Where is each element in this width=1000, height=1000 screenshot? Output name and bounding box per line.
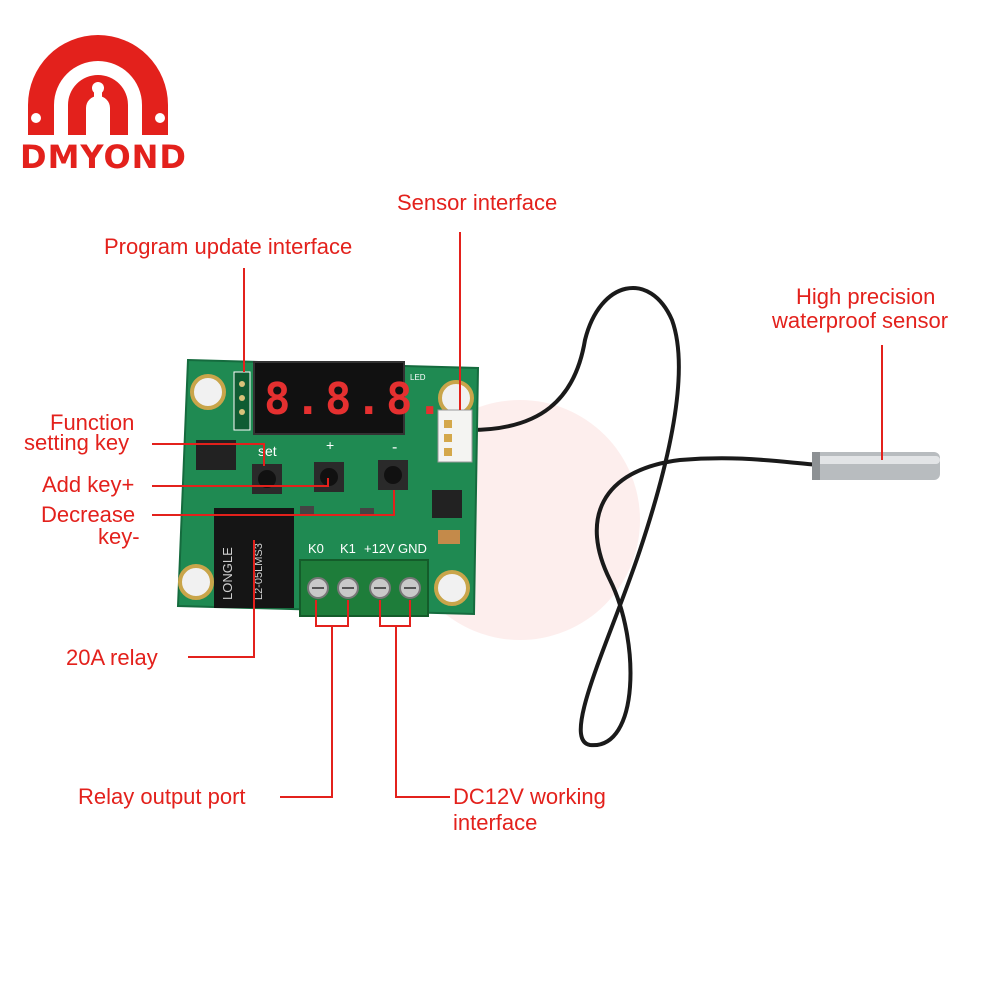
label-dc12v-1: DC12V working (453, 784, 606, 809)
leader-dc12v (395, 626, 450, 798)
terminal-label-k0: K0 (308, 541, 324, 556)
label-decrease-key-2: key- (98, 524, 140, 549)
leader-relay (188, 540, 255, 658)
label-high-precision-1: High precision (796, 284, 936, 309)
label-add-key: Add key+ (42, 472, 135, 497)
label-program-update: Program update interface (104, 234, 353, 259)
label-sensor-interface: Sensor interface (397, 190, 558, 215)
label-high-precision-2: waterproof sensor (772, 308, 949, 333)
sensor-cable (468, 286, 822, 748)
button-label-add: + (326, 437, 334, 453)
button-label-set: set (258, 443, 277, 459)
terminal-label-k1: K1 (340, 541, 356, 556)
label-decrease-key-1: Decrease (41, 502, 136, 527)
relay-brand: LONGLE (220, 547, 235, 600)
callout-lines (152, 232, 883, 798)
leader-decrease-key (152, 490, 395, 516)
leader-function-key (152, 443, 265, 466)
display-digits: 8.8.8. (264, 374, 447, 425)
waterproof-probe (812, 452, 940, 480)
terminal-label-12v: +12V (364, 541, 395, 556)
brand-logo-mark (28, 35, 168, 135)
leader-add-key (152, 478, 329, 487)
leader-relay-output (280, 626, 333, 798)
label-relay: 20A relay (66, 645, 158, 670)
label-relay-output: Relay output port (78, 784, 246, 809)
label-dc12v-2: interface (453, 810, 538, 835)
button-label-decrease: - (392, 439, 397, 456)
label-function-key-1: Function (50, 410, 135, 435)
terminal-label-gnd: GND (398, 541, 427, 556)
label-function-key-2: setting key (24, 430, 130, 455)
led-label: LED (410, 373, 426, 382)
brand-name: DMYOND (20, 138, 187, 176)
relay-model: L2-05LMS3 (253, 543, 265, 600)
